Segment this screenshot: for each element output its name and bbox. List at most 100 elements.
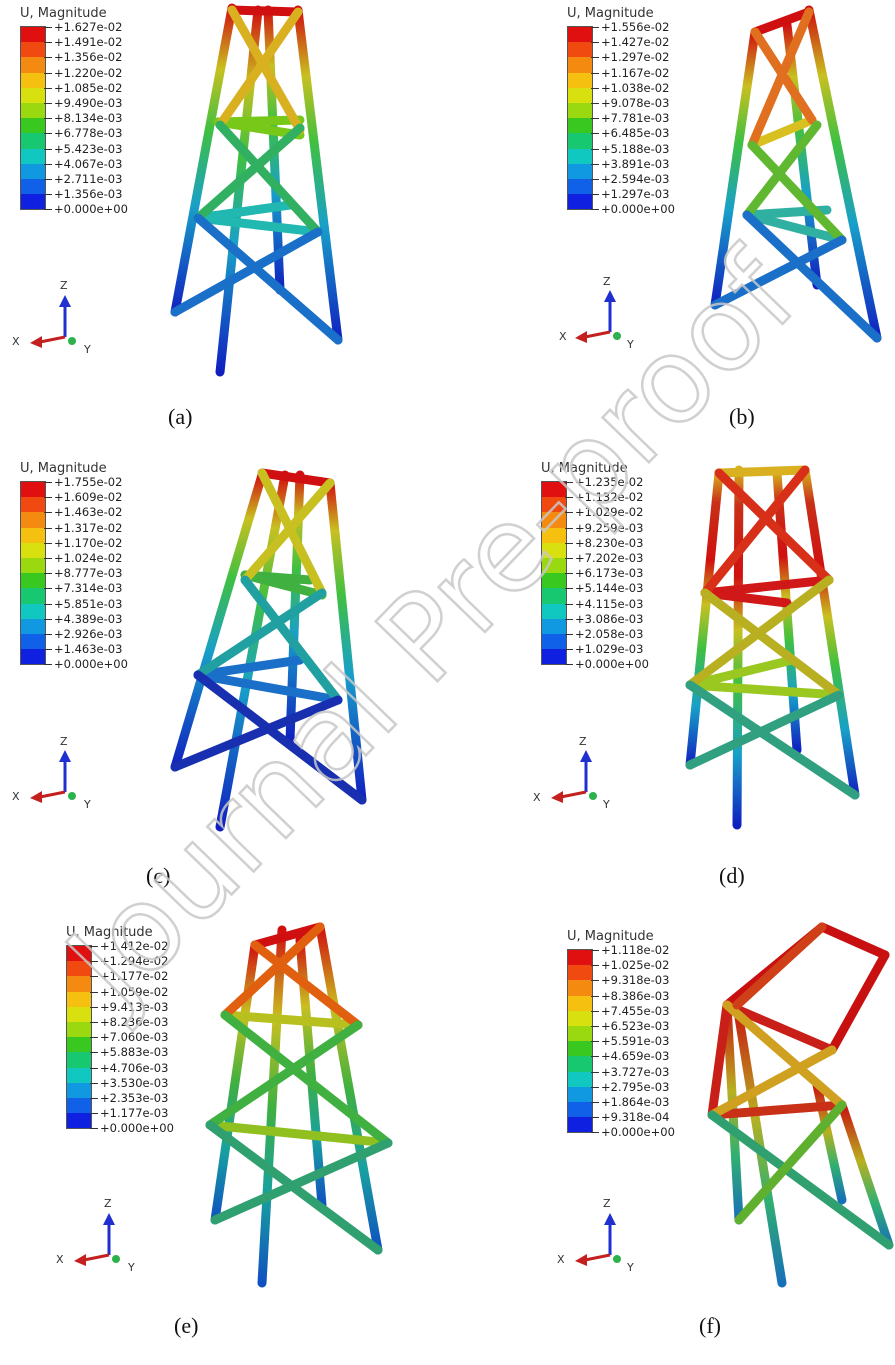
colorbar-swatch	[542, 618, 566, 634]
colorbar-tick-label: +8.236e-03	[90, 1015, 174, 1030]
colorbar-swatch	[67, 1021, 91, 1038]
colorbar-tick-label: +1.029e-02	[565, 505, 649, 520]
colorbar-swatch	[568, 1117, 592, 1133]
colorbar-tick-label: +3.530e-03	[90, 1076, 174, 1091]
colorbar-tick-label: +1.609e-02	[44, 490, 128, 505]
colorbar-tick-label: +9.318e-04	[591, 1110, 675, 1125]
colorbar-swatch	[21, 194, 45, 210]
colorbar-tick-label: +8.386e-03	[591, 989, 675, 1004]
panel-a: U, Magnitude +1.627e-02+1.491e-02+1.356e…	[0, 0, 447, 450]
z-axis-label: Z	[579, 735, 587, 748]
tick-list: +1.556e-02+1.427e-02+1.297e-02+1.167e-02…	[591, 20, 675, 217]
tower-mesh-d	[685, 465, 860, 830]
y-axis-label: Y	[627, 1261, 634, 1274]
axis-triad	[30, 295, 76, 348]
colorbar-swatch	[21, 497, 45, 513]
colorbar-tick-label: +0.000e+00	[591, 1125, 675, 1140]
colorbar-tick-label: +0.000e+00	[44, 202, 128, 217]
colorbar-swatch	[542, 512, 566, 528]
colorbar-swatch	[542, 482, 566, 498]
colorbar-swatch	[21, 27, 45, 43]
caption-c: (c)	[146, 863, 171, 888]
colorbar-tick-label: +1.356e-02	[44, 50, 128, 65]
colorbar-tick-label: +1.024e-02	[44, 551, 128, 566]
colorbar-tick-label: +1.412e-02	[90, 939, 174, 954]
colorbar-swatch	[21, 42, 45, 58]
panel-e: U, Magnitude +1.412e-02+1.294e-02+1.177e…	[0, 915, 447, 1365]
colorbar-tick-label: +0.000e+00	[591, 202, 675, 217]
colorbar-swatch	[568, 980, 592, 996]
colorbar-swatch	[568, 1010, 592, 1026]
colorbar-swatch	[542, 603, 566, 619]
colorbar-swatch	[568, 194, 592, 210]
colorbar-tick-label: +7.455e-03	[591, 1004, 675, 1019]
colorbar-tick-label: +1.356e-03	[44, 187, 128, 202]
colorbar-tick-label: +1.463e-02	[44, 505, 128, 520]
colorbar-tick-label: +7.060e-03	[90, 1030, 174, 1045]
colorbar-tick-label: +4.389e-03	[44, 612, 128, 627]
colorbar-swatch	[21, 557, 45, 574]
colorbar-swatch	[568, 27, 592, 43]
z-axis-label: Z	[104, 1197, 112, 1210]
axis-triad	[74, 1213, 120, 1266]
colorbar-tick-label: +4.115e-03	[565, 597, 649, 612]
colorbar-tick-label: +0.000e+00	[565, 657, 649, 672]
z-axis-label: Z	[603, 1197, 611, 1210]
colorbar-tick-label: +4.659e-03	[591, 1049, 675, 1064]
colorbar-tick-label: +9.490e-03	[44, 96, 128, 111]
colorbar-swatch	[67, 1082, 91, 1098]
colorbar-tick-label: +2.353e-03	[90, 1091, 174, 1106]
colorbar-tick-label: +1.556e-02	[591, 20, 675, 35]
colorbar-tick-label: +1.235e-02	[565, 475, 649, 490]
legend-title: U, Magnitude	[20, 461, 107, 476]
colorbar-swatch	[542, 588, 566, 604]
colorbar-swatch	[21, 649, 45, 665]
caption-a: (a)	[168, 404, 193, 429]
colorbar-swatch	[67, 1052, 91, 1068]
colorbar-tick-label: +1.427e-02	[591, 35, 675, 50]
colorbar-tick-label: +5.188e-03	[591, 142, 675, 157]
colorbar-tick-label: +1.627e-02	[44, 20, 128, 35]
colorbar-swatch	[21, 482, 45, 498]
colorbar-swatch	[568, 163, 592, 179]
legend-title: U, Magnitude	[567, 929, 654, 944]
tower-mesh-a	[170, 3, 343, 377]
colorbar-swatch	[21, 178, 45, 195]
colorbar-tick-label: +4.067e-03	[44, 157, 128, 172]
colorbar-swatch	[21, 618, 45, 634]
colorbar-tick-label: +1.297e-03	[591, 187, 675, 202]
colorbar-swatch	[21, 163, 45, 179]
legend-title: U, Magnitude	[20, 6, 107, 21]
legend-title: U, Magnitude	[567, 6, 654, 21]
axis-triad	[30, 750, 76, 803]
colorbar-tick-label: +8.134e-03	[44, 111, 128, 126]
colorbar-swatch	[568, 87, 592, 103]
colorbar-swatch	[568, 178, 592, 195]
colorbar-swatch	[542, 633, 566, 650]
colorbar-swatch	[21, 102, 45, 119]
colorbar	[20, 481, 46, 666]
tower-mesh-c	[170, 468, 367, 832]
axis-triad	[551, 750, 597, 803]
colorbar-tick-label: +4.706e-03	[90, 1061, 174, 1076]
colorbar-tick-label: +6.523e-03	[591, 1019, 675, 1034]
colorbar	[567, 949, 593, 1134]
legend-title: U, Magnitude	[541, 461, 628, 476]
colorbar-swatch	[67, 946, 91, 962]
colorbar-swatch	[568, 1071, 592, 1087]
panel-b: U, Magnitude +1.556e-02+1.427e-02+1.297e…	[447, 0, 894, 450]
colorbar-tick-label: +1.220e-02	[44, 66, 128, 81]
tick-list: +1.755e-02+1.609e-02+1.463e-02+1.317e-02…	[44, 475, 128, 672]
colorbar-tick-label: +7.314e-03	[44, 581, 128, 596]
colorbar-swatch	[21, 57, 45, 73]
tower-mesh-e	[205, 922, 393, 1288]
colorbar-tick-label: +3.086e-03	[565, 612, 649, 627]
colorbar-tick-label: +2.795e-03	[591, 1080, 675, 1095]
panel-f: U, Magnitude +1.118e-02+1.025e-02+9.318e…	[447, 915, 894, 1365]
colorbar-swatch	[21, 87, 45, 103]
y-axis-label: Y	[84, 343, 91, 356]
colorbar-swatch	[568, 1101, 592, 1118]
colorbar-swatch	[21, 542, 45, 558]
colorbar-swatch	[568, 965, 592, 981]
colorbar-swatch	[568, 42, 592, 58]
